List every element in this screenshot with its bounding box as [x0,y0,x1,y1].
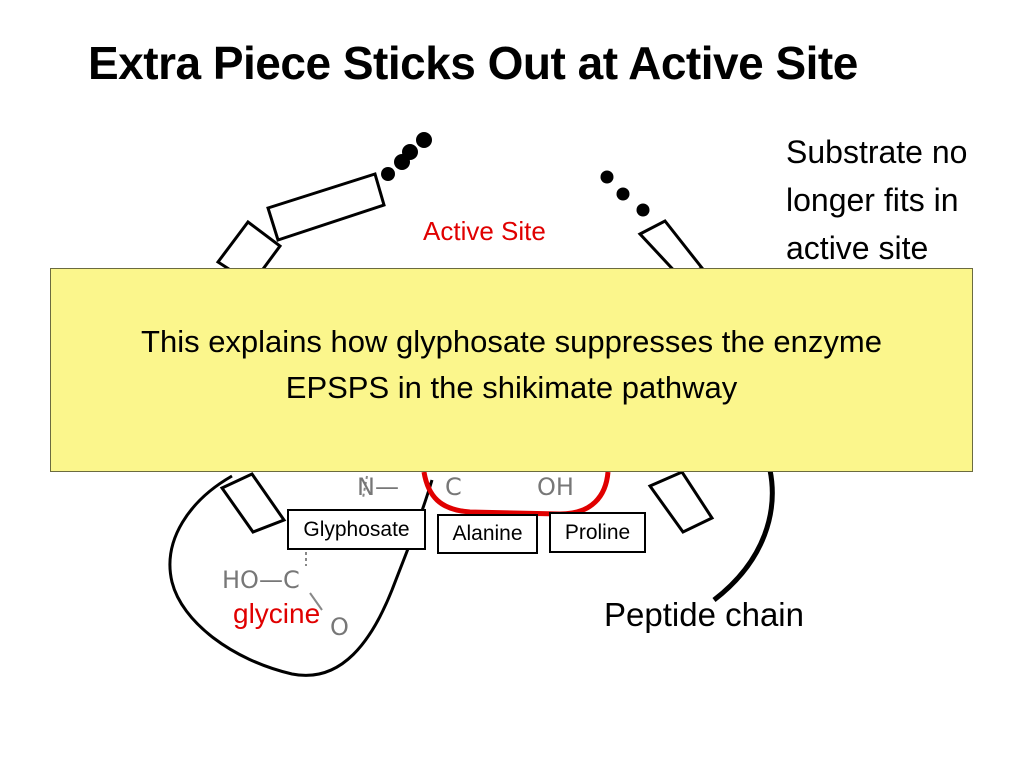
residue-label: Glyphosate [303,517,410,541]
callout-text: This explains how glyphosate suppresses … [141,319,882,411]
substrate-note-line: Substrate no [786,134,968,170]
callout-line: This explains how glyphosate suppresses … [141,324,882,359]
active-site-outline [421,471,611,517]
chem-ho-c: HO—C [222,566,300,594]
residue-box-alanine: Alanine [437,514,538,554]
chem-o: O [330,613,349,641]
peptide-chain-label: Peptide chain [604,596,804,633]
callout-line: EPSPS in the shikimate pathway [285,370,738,405]
substrate-note-line: longer fits in [786,182,959,218]
chem-n-bond: N— [357,473,399,501]
residue-label: Alanine [452,522,523,545]
substrate-note-line: active site [786,230,929,266]
peptide-chain-line [712,469,775,602]
residue-box-glyphosate: Glyphosate [287,509,426,550]
chem-oh: OH [537,473,574,501]
active-site-label: Active Site [423,216,546,246]
glycine-loop [168,474,434,677]
chemical-bonds [305,475,368,611]
substrate-note: Substrate no longer fits in active site [786,128,1016,272]
chain-dots-left [381,132,432,181]
chain-dots-right [600,170,650,217]
slide-title: Extra Piece Sticks Out at Active Site [88,37,858,89]
callout-box: This explains how glyphosate suppresses … [50,268,973,472]
residue-box-proline: Proline [549,512,646,553]
glycine-label: glycine [233,598,321,629]
chem-c-fragment: C [445,473,462,501]
residue-label: Proline [564,520,631,544]
